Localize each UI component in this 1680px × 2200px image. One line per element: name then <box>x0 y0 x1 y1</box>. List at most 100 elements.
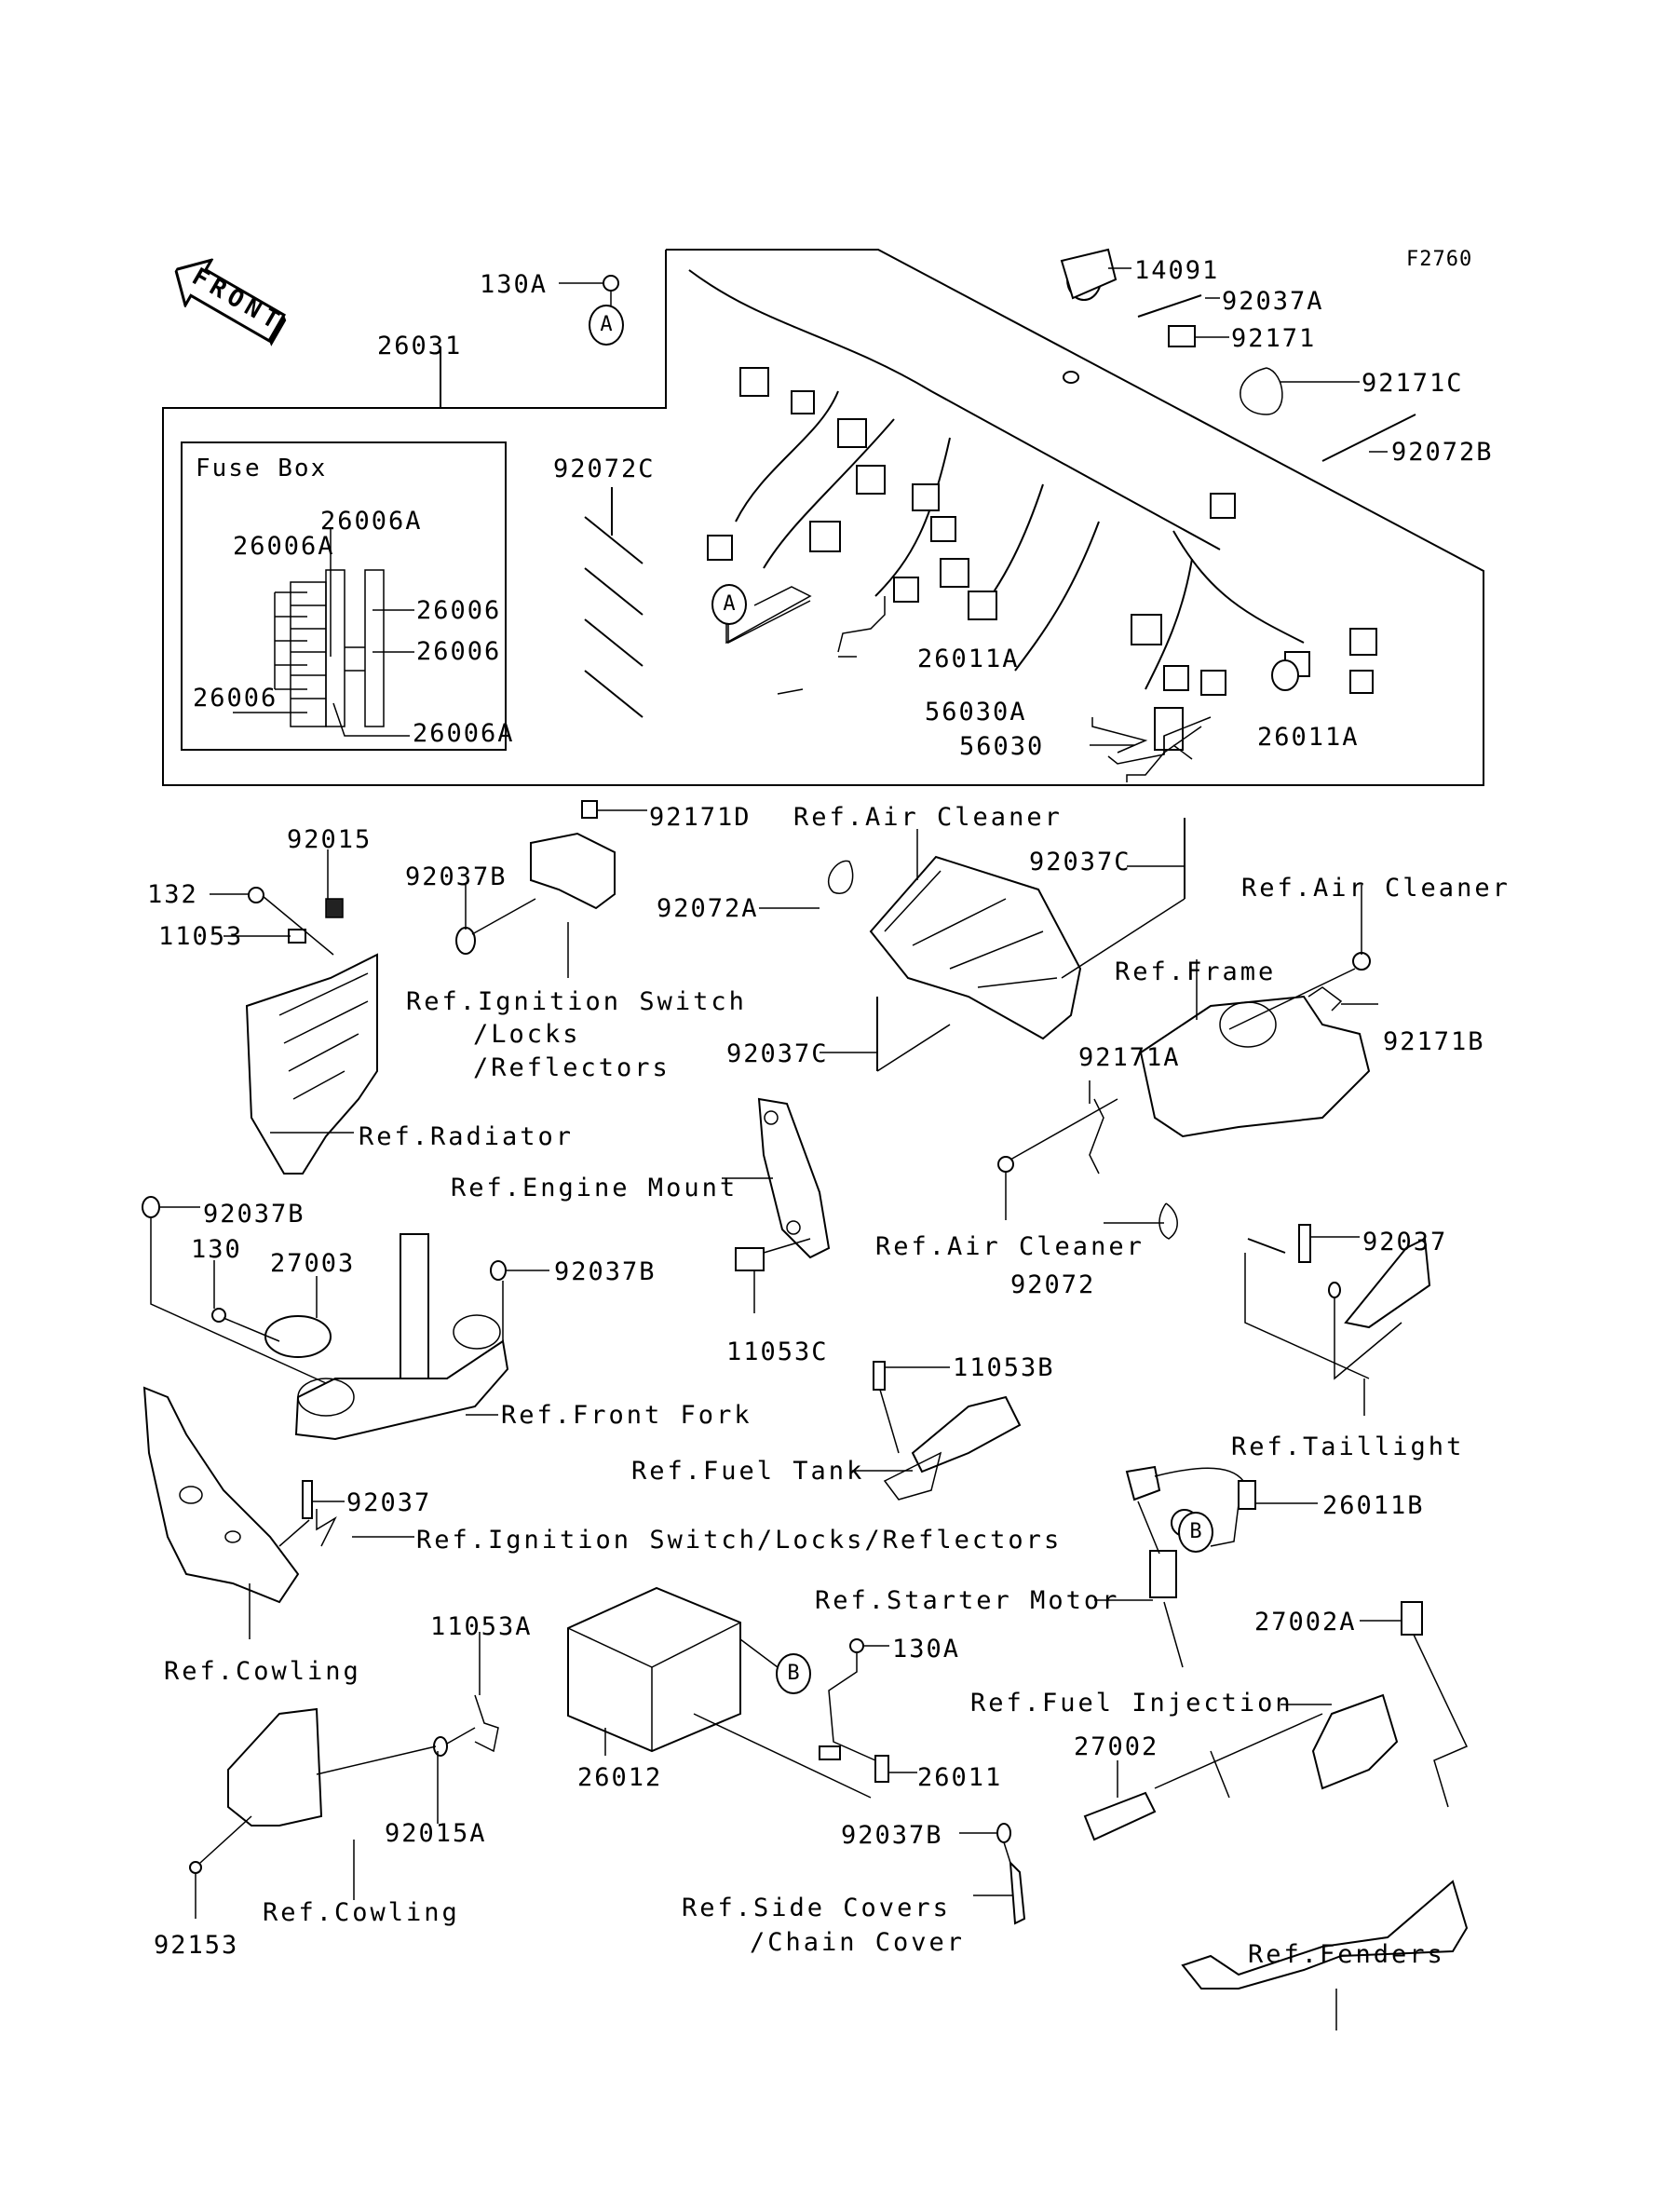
fuse-label-26006a-left: 26006A <box>233 532 335 561</box>
part-label-92171a: 92171A <box>1078 1043 1181 1072</box>
arrow-left-icon <box>173 257 287 346</box>
ref-label-ignition-switch: Ref.Ignition Switch <box>406 987 747 1016</box>
callout-marker-b-battery: B <box>776 1653 811 1694</box>
ref-label-cowling-lower: Ref.Cowling <box>263 1898 460 1927</box>
part-label-26031: 26031 <box>377 332 463 360</box>
part-label-56030a: 56030A <box>925 698 1027 727</box>
part-label-92015: 92015 <box>287 825 373 854</box>
part-label-92072a: 92072A <box>657 894 759 923</box>
ref-label-air-cleaner-top: Ref.Air Cleaner <box>793 803 1063 832</box>
part-label-11053a: 11053A <box>430 1612 533 1641</box>
callout-marker-a-harness: A <box>711 584 747 625</box>
part-label-92037a: 92037A <box>1222 287 1324 316</box>
ignition-bracket-drawing <box>455 800 647 978</box>
part-label-130a: 130A <box>480 270 549 299</box>
part-label-92037b-stem-left: 92037B <box>203 1200 305 1229</box>
harness-group-outline <box>162 249 1484 786</box>
part-label-26011b: 26011B <box>1322 1491 1425 1520</box>
battery-drawing <box>567 1586 872 1799</box>
ref-label-taillight: Ref.Taillight <box>1231 1433 1465 1461</box>
part-label-11053: 11053 <box>158 922 244 951</box>
fuse-label-26006-right-2: 26006 <box>416 637 502 666</box>
clamp-92072-drawing <box>1158 1202 1178 1240</box>
fuel-tank-bracket-drawing <box>852 1361 1022 1501</box>
part-label-92037-cowling: 92037 <box>346 1488 432 1517</box>
ref-label-fenders: Ref.Fenders <box>1248 1940 1445 1969</box>
ref-label-radiator: Ref.Radiator <box>359 1122 575 1151</box>
callout-marker-b-relay: B <box>1178 1512 1213 1553</box>
ref-label-chain-cover: /Chain Cover <box>750 1928 966 1957</box>
steering-stem-drawing <box>142 1196 549 1441</box>
part-label-92015a: 92015A <box>385 1819 487 1848</box>
part-label-27002: 27002 <box>1074 1732 1159 1761</box>
ref-label-fuel-tank: Ref.Fuel Tank <box>631 1457 865 1486</box>
part-label-92037-taillight: 92037 <box>1362 1228 1448 1256</box>
part-label-132: 132 <box>147 880 198 909</box>
radiator-drawing <box>210 849 378 1175</box>
callout-marker-a: A <box>589 305 624 346</box>
fuse-label-26006-left: 26006 <box>193 684 278 713</box>
ref-label-ignition-switch-full: Ref.Ignition Switch/Locks/Reflectors <box>416 1526 1063 1555</box>
part-label-26011a-right: 26011A <box>1257 723 1360 752</box>
ref-label-reflectors: /Reflectors <box>473 1053 671 1082</box>
part-label-26011: 26011 <box>917 1763 1003 1792</box>
harness-lower-leaders <box>777 596 1212 782</box>
cowling-drawing <box>142 1386 414 1639</box>
ref-label-starter-motor: Ref.Starter Motor <box>815 1586 1120 1615</box>
ref-label-side-covers: Ref.Side Covers <box>682 1894 951 1922</box>
fenders-ecu-drawing <box>1083 1601 1469 2030</box>
ref-label-air-cleaner-bottom: Ref.Air Cleaner <box>875 1232 1145 1261</box>
fuse-box-title: Fuse Box <box>196 455 328 482</box>
air-cleaner-drawing <box>759 818 1185 1072</box>
part-label-92072c: 92072C <box>553 455 656 483</box>
callout-a-leader <box>727 600 811 645</box>
part-label-92037c-bottom: 92037C <box>726 1039 829 1068</box>
part-label-26011a-left: 26011A <box>917 645 1020 673</box>
lower-cowling-drawing <box>189 1632 499 1919</box>
part-label-27002a: 27002A <box>1254 1608 1357 1636</box>
ref-label-air-cleaner-right: Ref.Air Cleaner <box>1241 874 1511 903</box>
part-label-130a-battery: 130A <box>892 1635 961 1664</box>
engine-mount-drawing <box>722 1097 831 1313</box>
ref-label-frame: Ref.Frame <box>1115 957 1277 986</box>
front-direction-indicator: FRONT <box>162 246 295 355</box>
top-small-parts <box>559 248 1416 462</box>
part-label-92153: 92153 <box>154 1931 239 1960</box>
ref-label-engine-mount: Ref.Engine Mount <box>451 1174 738 1202</box>
frame-drawing <box>997 885 1378 1220</box>
figure-code: F2760 <box>1406 248 1473 271</box>
part-label-26012: 26012 <box>577 1763 663 1792</box>
part-label-92072: 92072 <box>1010 1270 1096 1299</box>
part-label-92171: 92171 <box>1231 324 1317 353</box>
part-label-92171b: 92171B <box>1383 1027 1485 1056</box>
ref-label-front-fork: Ref.Front Fork <box>501 1401 752 1430</box>
fuse-label-26006a-bottom: 26006A <box>413 719 515 748</box>
part-label-92037c-top: 92037C <box>1029 848 1131 876</box>
part-label-130: 130 <box>191 1235 242 1264</box>
fuse-block-drawing <box>233 527 414 737</box>
starter-relay-drawing <box>1094 1465 1318 1668</box>
cable-ties-92072c <box>584 487 644 718</box>
side-cover-clip-drawing <box>959 1823 1026 1925</box>
fuse-label-26006a-top: 26006A <box>320 507 423 536</box>
ref-label-locks: /Locks <box>473 1020 581 1049</box>
part-label-11053c: 11053C <box>726 1338 829 1366</box>
part-label-92171d: 92171D <box>649 803 752 832</box>
part-label-14091: 14091 <box>1134 256 1220 285</box>
part-label-92037b-side: 92037B <box>841 1821 943 1850</box>
part-label-11053b: 11053B <box>953 1353 1055 1382</box>
part-label-92072b: 92072B <box>1391 438 1494 467</box>
fuse-label-26006-right-1: 26006 <box>416 596 502 625</box>
part-label-56030: 56030 <box>959 732 1045 761</box>
part-label-92037b-ignition: 92037B <box>405 862 508 891</box>
ref-label-cowling-upper: Ref.Cowling <box>164 1657 361 1686</box>
wire-harness-drawing <box>688 269 1377 751</box>
ref-label-fuel-injection: Ref.Fuel Injection <box>970 1689 1294 1718</box>
fuse-box-outline <box>181 441 507 751</box>
taillight-drawing <box>1244 1224 1431 1416</box>
part-label-92171c: 92171C <box>1362 369 1464 398</box>
part-label-92037b-stem-right: 92037B <box>554 1257 657 1286</box>
part-label-27003: 27003 <box>270 1249 356 1278</box>
battery-cable-drawing <box>819 1638 917 1783</box>
